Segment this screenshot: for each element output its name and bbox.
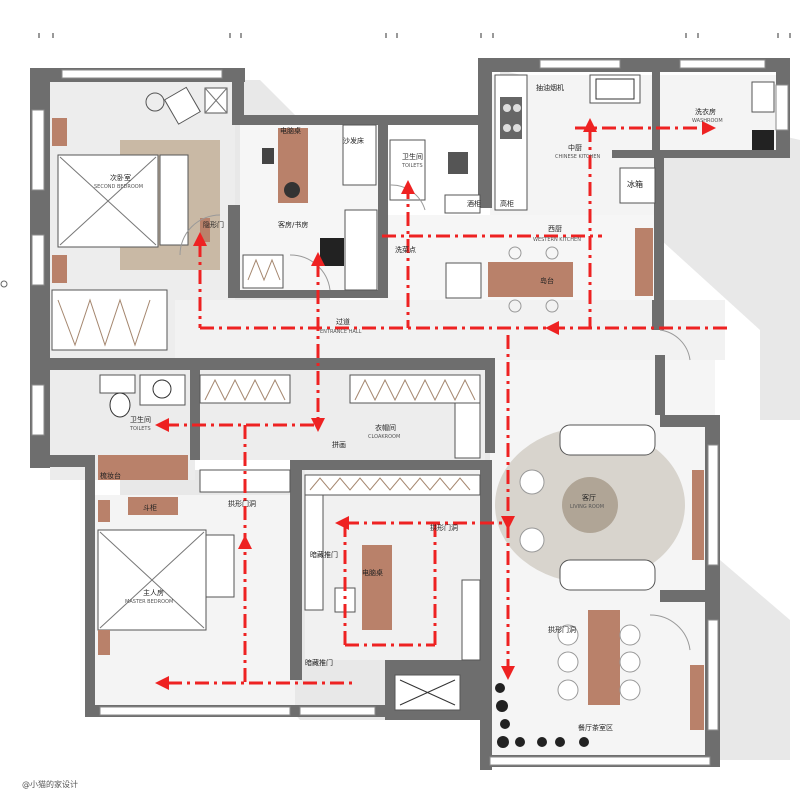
chest-label: 斗柜 bbox=[143, 503, 157, 512]
cloakroom-sub: CLOAKROOM bbox=[368, 434, 400, 440]
kitchen-sub: CHINESE KITCHEN bbox=[555, 154, 600, 160]
fridge-label: 冰箱 bbox=[627, 179, 643, 189]
arrow-up-master bbox=[238, 535, 252, 549]
arrow-up-kitchen bbox=[583, 118, 597, 132]
top-dimension-ticks bbox=[38, 33, 791, 38]
circulation-routes bbox=[155, 118, 730, 690]
living-name: 客厅 bbox=[582, 493, 596, 502]
hidden-door-mid-label: 暗藏推门 bbox=[310, 550, 338, 559]
arrow-up-bedroom bbox=[193, 232, 207, 246]
hidden-door-bottom-label: 暗藏推门 bbox=[305, 658, 333, 667]
coffee-table bbox=[562, 477, 618, 533]
computer-desk-mid-label: 电脑桌 bbox=[362, 568, 383, 577]
arrow-up-toilet bbox=[401, 180, 415, 194]
sofa-top bbox=[559, 424, 656, 456]
side-marker bbox=[0, 280, 8, 288]
washing-point-label: 洗菜点 bbox=[395, 245, 416, 254]
second-bedroom-name: 次卧室 bbox=[110, 173, 131, 182]
arrow-right-laundry bbox=[702, 121, 716, 135]
toilet-left-name: 卫生间 bbox=[130, 415, 151, 424]
second-bedroom-sub: SECOND BEDROOM bbox=[94, 184, 143, 190]
master-name: 主人房 bbox=[143, 588, 164, 597]
arrow-up-study bbox=[311, 252, 325, 266]
master-sub: MASTER BEDROOM bbox=[125, 599, 173, 605]
arch-door-mid-label: 拱形门洞 bbox=[430, 523, 458, 532]
laundry-sub: WASHROOM bbox=[692, 118, 723, 124]
sofa-bottom bbox=[559, 559, 656, 591]
arrow-down-dining bbox=[501, 666, 515, 680]
arrow-down-cloak bbox=[311, 418, 325, 432]
arrow-down-living bbox=[501, 516, 515, 530]
guest-study-name: 客房/书房 bbox=[278, 220, 308, 229]
sofa-bed-label: 沙发床 bbox=[343, 136, 364, 145]
arrow-left-study bbox=[335, 516, 349, 530]
computer-desk-top-label: 电脑桌 bbox=[280, 126, 301, 135]
island-name: 岛台 bbox=[540, 276, 554, 285]
furniture bbox=[51, 74, 775, 748]
watermark: @小猫的家设计 bbox=[22, 779, 78, 789]
screen-label: 拼画 bbox=[332, 440, 346, 449]
hidden-door-top-label: 隐形门 bbox=[203, 220, 224, 229]
room-labels: 次卧室 SECOND BEDROOM 客房/书房 电脑桌 沙发床 卫生间 TOI… bbox=[22, 83, 723, 789]
western-kitchen-name: 西厨 bbox=[548, 225, 562, 233]
sofa-bed-shape bbox=[342, 124, 377, 186]
arch-door-dining-label: 拱形门洞 bbox=[548, 625, 576, 634]
kitchen-name: 中厨 bbox=[568, 143, 582, 152]
vanity-label: 梳妆台 bbox=[100, 471, 121, 480]
entrance-sub: ENTRANCE HALL bbox=[320, 329, 362, 335]
desk-mid bbox=[362, 545, 392, 630]
island-counter bbox=[488, 262, 573, 297]
toilet-top-name: 卫生间 bbox=[402, 152, 423, 161]
western-kitchen-sub: WESTERN KITCHEN bbox=[533, 237, 581, 243]
wardrobe bbox=[51, 289, 168, 351]
dining-table bbox=[588, 610, 620, 705]
arrow-left-hall bbox=[545, 321, 559, 335]
tall-cabinet-label: 高柜 bbox=[500, 199, 514, 208]
dining-name: 餐厅茶室区 bbox=[578, 723, 613, 732]
living-sub: LIVING ROOM bbox=[570, 504, 604, 510]
arrow-left-toilet bbox=[155, 418, 169, 432]
laundry-name: 洗衣房 bbox=[695, 107, 716, 116]
windows bbox=[31, 59, 789, 766]
arrow-left-master bbox=[155, 676, 169, 690]
toilet-left-sub: TOILETS bbox=[129, 426, 151, 432]
range-hood-label: 抽油烟机 bbox=[536, 83, 564, 92]
toilet-top-sub: TOILETS bbox=[401, 163, 423, 169]
wine-cabinet-label: 酒柜 bbox=[467, 199, 481, 208]
arch-door-master-label: 拱形门洞 bbox=[228, 499, 256, 508]
entrance-name: 过道 bbox=[336, 317, 350, 326]
cloakroom-name: 衣帽间 bbox=[375, 423, 396, 432]
